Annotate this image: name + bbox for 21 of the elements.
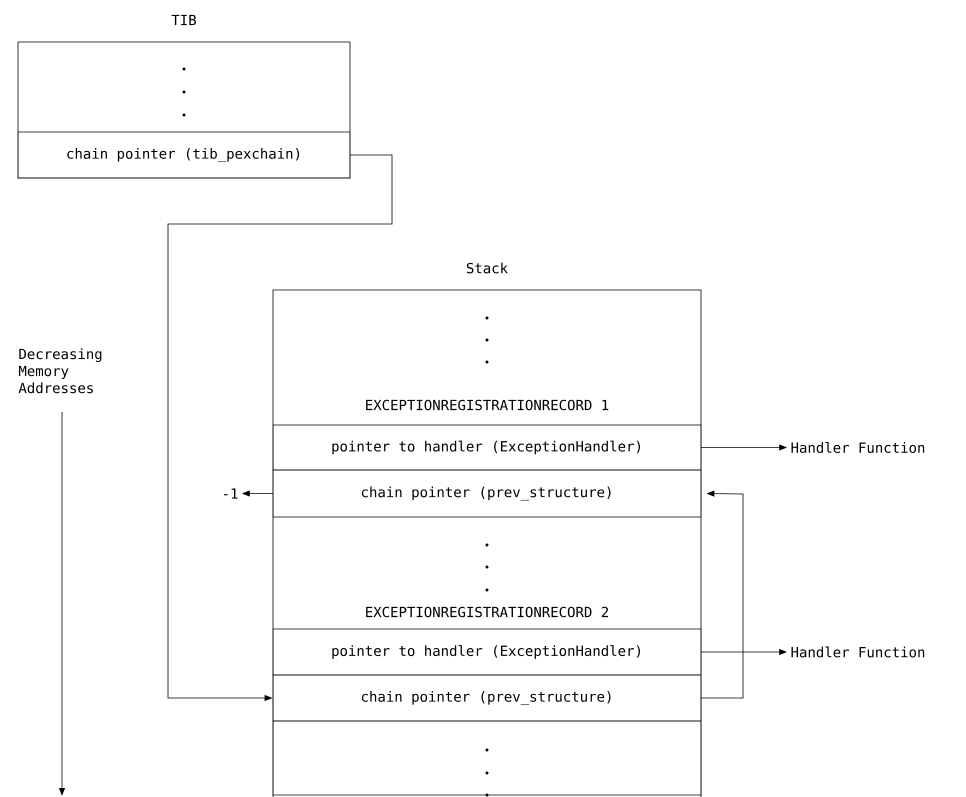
field-cell (272, 424, 702, 470)
field-label: pointer to handler (ExceptionHandler) (332, 440, 640, 454)
target-label: Handler Function (792, 646, 924, 658)
block-heading: TIB (172, 14, 196, 26)
field-cell (272, 674, 702, 722)
field-label: chain pointer (prev_structure) (362, 691, 610, 705)
field-label: pointer to handler (ExceptionHandler) (332, 645, 640, 659)
axis-label: Decreasing Memory Addresses (18, 348, 102, 394)
memory-block (272, 262, 702, 797)
field-label: EXCEPTIONREGISTRATIONRECORD 2 (366, 606, 608, 618)
stack-section (272, 720, 702, 796)
field-cell (272, 628, 702, 676)
field-label: EXCEPTIONREGISTRATIONRECORD 1 (366, 400, 608, 410)
target-label: -1 (224, 488, 238, 499)
arrow (701, 490, 744, 698)
field-cell (18, 132, 350, 178)
field-cell (272, 470, 702, 518)
field-label: chain pointer (tib_pexchain) (67, 148, 300, 162)
target-label: Handler Function (792, 442, 924, 453)
field-label: chain pointer (prev_structure) (362, 486, 610, 500)
block-heading: Stack (466, 262, 508, 274)
